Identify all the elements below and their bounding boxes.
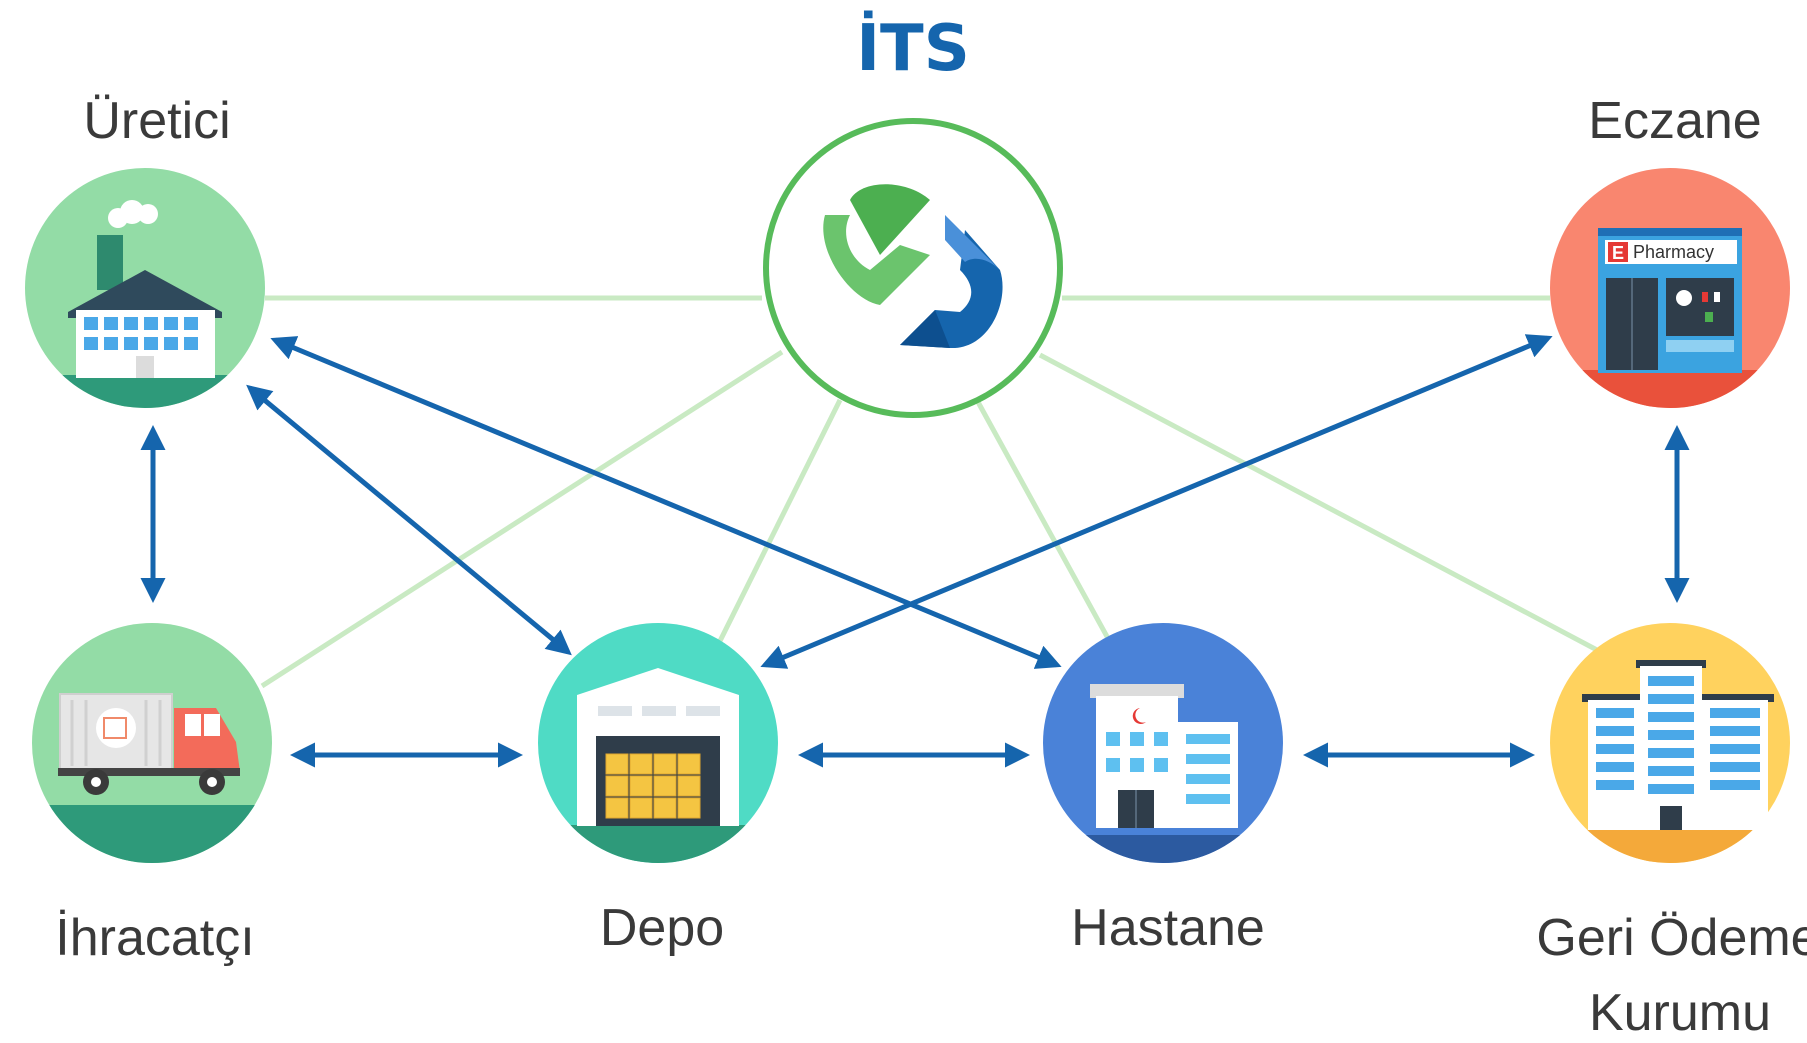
node-depo: Depo bbox=[538, 623, 778, 957]
node-uretici: Üretici bbox=[25, 92, 265, 408]
pharmacy-sign-text: Pharmacy bbox=[1633, 242, 1714, 262]
node-ihracatci: İhracatçı bbox=[32, 623, 272, 967]
arrow-depo-eczane bbox=[760, 334, 1553, 669]
connector-geri-odeme bbox=[1038, 352, 1599, 653]
label-eczane: Eczane bbox=[1588, 92, 1761, 150]
node-eczane: E Pharmacy Eczane bbox=[1550, 92, 1790, 408]
warehouse-icon bbox=[577, 668, 739, 826]
label-geri-odeme-line2: Kurumu bbox=[1589, 984, 1771, 1042]
office-building-icon bbox=[1582, 660, 1774, 830]
label-geri-odeme-line1: Geri Ödeme bbox=[1536, 909, 1807, 967]
pharmacy-sign-letter: E bbox=[1612, 243, 1624, 263]
label-depo: Depo bbox=[600, 899, 724, 957]
truck-icon bbox=[58, 693, 240, 795]
pharmacy-icon: E Pharmacy bbox=[1598, 228, 1742, 373]
its-logo-icon bbox=[823, 184, 1003, 349]
label-ihracatci: İhracatçı bbox=[55, 909, 254, 967]
diagram-title: İTS bbox=[856, 10, 970, 86]
connector-hastane bbox=[975, 400, 1113, 644]
connector-depo bbox=[715, 398, 843, 647]
node-geri-odeme: Geri Ödeme Kurumu bbox=[1536, 623, 1807, 1042]
its-hub bbox=[763, 118, 1063, 418]
factory-icon bbox=[68, 200, 222, 378]
flow-arrows bbox=[140, 334, 1690, 768]
node-hastane: Hastane bbox=[1043, 623, 1283, 957]
hospital-icon bbox=[1090, 684, 1238, 828]
label-uretici: Üretici bbox=[83, 92, 230, 150]
label-hastane: Hastane bbox=[1071, 899, 1265, 957]
